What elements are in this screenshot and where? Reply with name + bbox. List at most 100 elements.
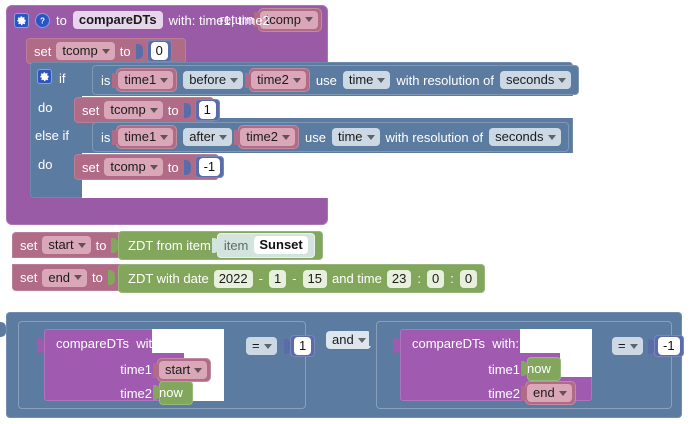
variable-block-time2[interactable]: time2 bbox=[234, 125, 299, 149]
and-operator-dropdown[interactable]: and bbox=[326, 331, 371, 349]
hour-field[interactable]: 23 bbox=[386, 269, 412, 288]
procedure-name-field[interactable]: compareDTs bbox=[72, 11, 163, 29]
resolution-label: with resolution of bbox=[385, 129, 484, 145]
spacer bbox=[150, 96, 573, 118]
spacer bbox=[520, 329, 592, 353]
use-label: use bbox=[305, 129, 326, 145]
datetime-compare-block-1[interactable]: is time1 before time2 use time with reso… bbox=[92, 65, 580, 95]
number-block-1[interactable]: 1 bbox=[290, 335, 316, 357]
gear-icon[interactable] bbox=[14, 12, 29, 28]
call-title-left: compareDTs with: bbox=[56, 336, 163, 351]
variable-dropdown-tcomp[interactable]: tcomp bbox=[104, 158, 163, 176]
is-label: is bbox=[101, 129, 111, 145]
number-field[interactable]: 1 bbox=[198, 101, 216, 119]
item-block-sunset[interactable]: item Sunset bbox=[211, 233, 315, 258]
equality-operator-dropdown-left[interactable]: = bbox=[246, 337, 277, 355]
if-label: if bbox=[59, 71, 66, 86]
value-socket bbox=[135, 43, 143, 59]
variable-dropdown-tcomp[interactable]: tcomp bbox=[56, 42, 115, 60]
resolution-dropdown-seconds[interactable]: seconds bbox=[489, 128, 561, 146]
output-plug bbox=[393, 338, 400, 353]
set-tcomp-one-block[interactable]: set tcomp to 1 bbox=[74, 97, 220, 123]
number-block-minus-1[interactable]: -1 bbox=[194, 156, 225, 178]
zdt-from-item-block[interactable]: ZDT from item item Sunset bbox=[118, 231, 323, 260]
output-plug bbox=[0, 322, 6, 337]
call-comparedts-block-right[interactable]: compareDTs with: time1 now time2 end bbox=[393, 329, 592, 405]
number-field[interactable]: -1 bbox=[658, 337, 680, 355]
value-socket bbox=[111, 237, 119, 253]
variable-block-time2[interactable]: time2 bbox=[245, 68, 310, 92]
variable-dropdown-time1[interactable]: time1 bbox=[118, 128, 174, 146]
variable-dropdown-tcomp[interactable]: tcomp bbox=[259, 10, 318, 29]
number-field[interactable]: 0 bbox=[150, 42, 168, 60]
equality-block-right[interactable]: compareDTs with: time1 now time2 end = bbox=[369, 321, 684, 409]
variable-dropdown-start[interactable]: start bbox=[42, 236, 91, 254]
call-title-right: compareDTs with: bbox=[412, 336, 519, 351]
day-field[interactable]: 15 bbox=[302, 269, 327, 288]
variable-dropdown-time2[interactable]: time2 bbox=[251, 71, 306, 89]
datetime-now-block[interactable]: now bbox=[521, 357, 561, 381]
second-field[interactable]: 0 bbox=[459, 269, 478, 288]
procedure-params-label: with: time1, time2 bbox=[168, 12, 270, 28]
set-start-block[interactable]: set start to bbox=[12, 232, 124, 258]
procedure-definition-block[interactable]: ? to compareDTs with: time1, time2 set t… bbox=[6, 5, 580, 225]
variable-block-end[interactable]: end bbox=[521, 381, 576, 405]
set-tcomp-minus-one-block[interactable]: set tcomp to -1 bbox=[74, 154, 225, 180]
and-time-label: and time bbox=[332, 271, 382, 286]
to-label: to bbox=[92, 270, 103, 285]
output-plug bbox=[369, 331, 376, 346]
spacer bbox=[560, 353, 592, 377]
variable-dropdown-time1[interactable]: time1 bbox=[118, 71, 174, 89]
to-label: to bbox=[167, 159, 179, 175]
month-field[interactable]: 1 bbox=[268, 269, 287, 288]
return-statement[interactable]: return tcomp bbox=[6, 5, 328, 34]
do-label-1: do bbox=[38, 100, 53, 115]
variable-dropdown-end[interactable]: end bbox=[527, 384, 572, 402]
svg-text:?: ? bbox=[40, 16, 45, 25]
year-field[interactable]: 2022 bbox=[213, 269, 253, 288]
variable-block-tcomp[interactable]: tcomp bbox=[253, 7, 322, 32]
variable-block-start[interactable]: start bbox=[153, 358, 212, 382]
number-block-0[interactable]: 0 bbox=[146, 40, 172, 62]
value-socket bbox=[107, 270, 115, 285]
question-mark-icon[interactable]: ? bbox=[35, 12, 50, 28]
resolution-dropdown-seconds[interactable]: seconds bbox=[499, 71, 572, 89]
operator-dropdown-before[interactable]: before bbox=[183, 71, 244, 89]
spacer bbox=[152, 329, 224, 353]
variable-dropdown-tcomp[interactable]: tcomp bbox=[104, 101, 163, 119]
number-block-1[interactable]: 1 bbox=[194, 99, 220, 121]
variable-dropdown-time2[interactable]: time2 bbox=[240, 128, 295, 146]
equality-block-left[interactable]: compareDTs with: time1 start time2 now = bbox=[11, 321, 316, 409]
set-label: set bbox=[82, 102, 100, 118]
time-separator: : bbox=[450, 271, 454, 286]
arg-label-time1: time1 bbox=[120, 362, 152, 377]
zdt-with-date-block[interactable]: ZDT with date 2022 - 1 - 15 and time 23 … bbox=[118, 264, 486, 293]
variable-block-time1[interactable]: time1 bbox=[112, 68, 178, 92]
set-label: set bbox=[82, 159, 100, 175]
set-end-block[interactable]: set end to bbox=[12, 264, 124, 291]
variable-block-time1[interactable]: time1 bbox=[112, 125, 178, 149]
use-dropdown-time[interactable]: time bbox=[331, 128, 380, 146]
variable-dropdown-end[interactable]: end bbox=[42, 268, 88, 287]
gear-icon[interactable] bbox=[37, 69, 52, 84]
use-dropdown-time[interactable]: time bbox=[342, 71, 391, 89]
set-tcomp-zero-block[interactable]: set tcomp to 0 bbox=[26, 38, 186, 64]
operator-dropdown-after[interactable]: after bbox=[183, 128, 233, 146]
use-label: use bbox=[315, 72, 337, 88]
item-name-field[interactable]: Sunset bbox=[254, 236, 308, 254]
datetime-compare-block-2[interactable]: is time1 after time2 use time with resol… bbox=[92, 122, 569, 152]
equality-operator-dropdown-right[interactable]: = bbox=[612, 337, 643, 355]
minute-field[interactable]: 0 bbox=[426, 269, 445, 288]
call-comparedts-block-left[interactable]: compareDTs with: time1 start time2 now bbox=[37, 329, 224, 405]
datetime-now-block[interactable]: now bbox=[153, 381, 193, 405]
if-elseif-block[interactable]: if do else if do is time1 before time2 u… bbox=[30, 62, 580, 198]
to-label: to bbox=[119, 43, 131, 59]
number-field[interactable]: -1 bbox=[198, 158, 221, 176]
arg-label-time2: time2 bbox=[120, 386, 152, 401]
number-block-minus-1[interactable]: -1 bbox=[654, 335, 684, 357]
date-separator: - bbox=[258, 271, 263, 286]
elseif-label: else if bbox=[35, 128, 69, 143]
variable-dropdown-start[interactable]: start bbox=[159, 361, 208, 379]
logic-and-group-block[interactable]: compareDTs with: time1 start time2 now = bbox=[0, 312, 684, 418]
number-field[interactable]: 1 bbox=[294, 337, 312, 355]
